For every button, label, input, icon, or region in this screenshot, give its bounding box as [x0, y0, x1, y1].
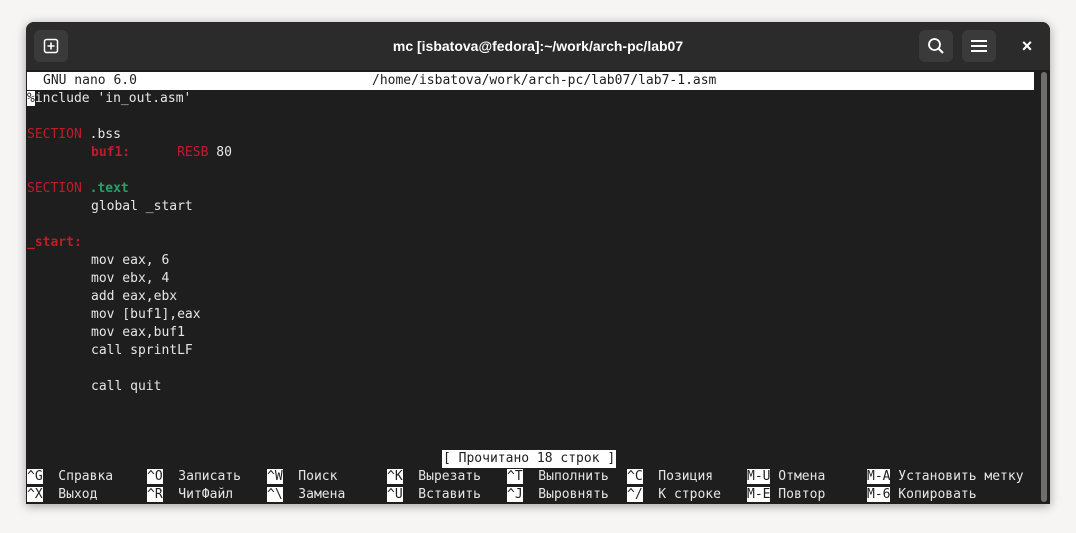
code-line: global _start	[91, 199, 193, 214]
shortcut-key: ^R	[147, 487, 163, 502]
shortcut-label: Установить метку	[890, 469, 1024, 484]
shortcut-label: Выровнять	[522, 487, 609, 502]
hamburger-menu-icon	[971, 40, 987, 52]
shortcut-key: M-E	[747, 487, 771, 502]
shortcut-key: ^U	[387, 487, 403, 502]
terminal-area[interactable]: GNU nano 6.0 /home/isbatova/work/arch-pc…	[26, 70, 1036, 504]
menu-button[interactable]	[962, 30, 996, 62]
code-line: mov [buf1],eax	[91, 307, 201, 322]
shortcut-key: ^G	[27, 469, 43, 484]
shortcut-label: Отмена	[770, 469, 826, 484]
terminal-window: mc [isbatova@fedora]:~/work/arch-pc/lab0…	[26, 22, 1050, 504]
shortcut-key: ^X	[27, 487, 43, 502]
status-message: [ Прочитано 18 строк ]	[442, 450, 617, 468]
shortcut-label: Выход	[42, 487, 98, 502]
shortcut-key: ^\	[267, 487, 283, 502]
shortcut-item: ^C Позиция	[627, 468, 713, 486]
shortcut-label: Справка	[42, 469, 114, 484]
shortcut-item: M-A Установить метку	[867, 468, 1024, 486]
shortcut-key: ^O	[147, 469, 163, 484]
shortcut-item: ^U Вставить	[387, 486, 481, 504]
shortcut-item: M-6 Копировать	[867, 486, 977, 504]
shortcut-key: ^W	[267, 469, 283, 484]
close-button[interactable]: ×	[1010, 30, 1044, 62]
shortcut-item: M-U Отмена	[747, 468, 825, 486]
shortcut-key: M-A	[867, 469, 891, 484]
shortcut-label: Позиция	[642, 469, 714, 484]
code-line: mov eax,buf1	[91, 325, 185, 340]
search-icon	[928, 38, 944, 54]
shortcut-label: Выполнить	[522, 469, 609, 484]
shortcut-item: ^O Записать	[147, 468, 241, 486]
shortcut-key: M-U	[747, 469, 771, 484]
shortcut-label: ЧитФайл	[162, 487, 234, 502]
shortcut-key: ^C	[627, 469, 643, 484]
new-tab-icon	[43, 38, 59, 54]
shortcut-item: ^X Выход	[27, 486, 97, 504]
shortcut-item: ^G Справка	[27, 468, 113, 486]
shortcut-label: Замена	[282, 487, 346, 502]
code-line: mov eax, 6	[91, 253, 170, 268]
new-tab-button[interactable]	[34, 30, 68, 62]
titlebar: mc [isbatova@fedora]:~/work/arch-pc/lab0…	[26, 22, 1050, 70]
shortcut-label: Поиск	[282, 469, 338, 484]
file-path: /home/isbatova/work/arch-pc/lab07/lab7-1…	[372, 73, 717, 88]
code-line: buf1: RESB 80	[91, 145, 232, 160]
shortcut-item: ^R ЧитФайл	[147, 486, 233, 504]
nano-version: GNU nano 6.0	[43, 73, 137, 88]
window-title: mc [isbatova@fedora]:~/work/arch-pc/lab0…	[392, 38, 684, 54]
shortcut-key: ^/	[627, 487, 643, 502]
code-line: add eax,ebx	[91, 289, 178, 304]
search-button[interactable]	[919, 30, 953, 62]
shortcut-key: ^T	[507, 469, 523, 484]
nano-header: GNU nano 6.0 /home/isbatova/work/arch-pc…	[27, 72, 1034, 90]
scrollbar[interactable]	[1041, 72, 1047, 502]
code-line: call sprintLF	[91, 343, 193, 358]
shortcut-item: ^/ К строке	[627, 486, 721, 504]
shortcut-item: ^K Вырезать	[387, 468, 481, 486]
code-line: mov ebx, 4	[91, 271, 170, 286]
code-line: %include 'in_out.asm'	[27, 91, 192, 106]
shortcut-item: ^\ Замена	[267, 486, 345, 504]
shortcut-label: Копировать	[890, 487, 977, 502]
shortcut-item: M-E Повтор	[747, 486, 825, 504]
shortcut-key: M-6	[867, 487, 891, 502]
shortcut-item: ^W Поиск	[267, 468, 337, 486]
code-line: SECTION .text	[27, 181, 129, 196]
shortcut-key: ^J	[507, 487, 523, 502]
code-line: _start:	[27, 235, 82, 250]
code-line: call quit	[91, 379, 162, 394]
shortcut-item: ^J Выровнять	[507, 486, 609, 504]
close-icon: ×	[1021, 35, 1033, 56]
shortcut-key: ^K	[387, 469, 403, 484]
shortcut-label: Вставить	[402, 487, 481, 502]
text-cursor: %	[27, 91, 35, 106]
shortcut-label: Повтор	[770, 487, 826, 502]
shortcut-label: Вырезать	[402, 469, 481, 484]
shortcut-label: К строке	[642, 487, 721, 502]
shortcut-label: Записать	[162, 469, 241, 484]
code-line: SECTION .bss	[27, 127, 121, 142]
shortcut-item: ^T Выполнить	[507, 468, 609, 486]
